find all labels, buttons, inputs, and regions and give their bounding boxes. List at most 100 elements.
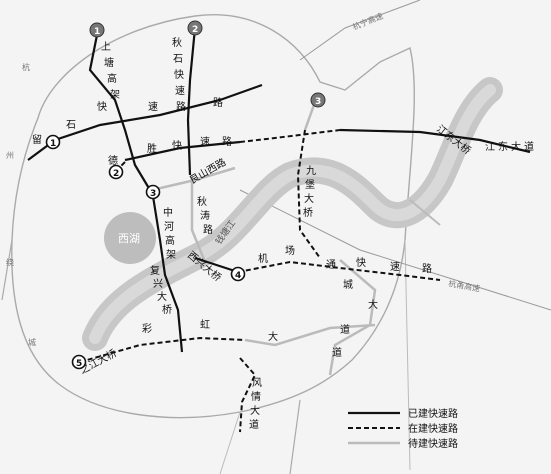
label-shangtang-3: 高 bbox=[107, 72, 117, 85]
label-tongcheng-2: 城 bbox=[343, 279, 353, 291]
road-east-link bbox=[409, 199, 441, 226]
label-liuqiu-4: 速 bbox=[148, 101, 158, 113]
label-desheng-4: 速 bbox=[200, 136, 210, 148]
road-caihong-east bbox=[244, 323, 376, 347]
svg-text:5: 5 bbox=[76, 359, 82, 369]
label-jiubao-3: 大 bbox=[304, 192, 314, 205]
label-qiushi-4: 速 bbox=[175, 85, 185, 97]
road-airport bbox=[237, 260, 441, 281]
label-left-1: 杭 bbox=[22, 62, 30, 72]
legend-label-built: 已建快速路 bbox=[408, 407, 458, 420]
label-left-2: 州 bbox=[6, 151, 14, 160]
road-zhonghe bbox=[150, 189, 184, 353]
ring-road bbox=[11, 14, 415, 419]
marker-gray-3: 3 bbox=[310, 92, 326, 108]
legend: 已建快速路 在建快速路 待建快速路 bbox=[348, 407, 458, 450]
label-airport-3: 快 bbox=[356, 257, 366, 269]
label-desheng-2: 胜 bbox=[147, 143, 157, 155]
label-fengqing-3: 大 bbox=[250, 404, 260, 417]
svg-text:3: 3 bbox=[150, 189, 156, 199]
label-desheng-3: 快 bbox=[172, 140, 182, 152]
road-shangtang bbox=[88, 29, 151, 191]
hang-ning-expressway bbox=[299, 0, 421, 61]
label-tongcheng-4: 道 bbox=[340, 323, 350, 336]
road-jiubao-north bbox=[303, 101, 317, 131]
label-zhonghe-4: 架 bbox=[166, 249, 176, 261]
hang-yong-expressway bbox=[239, 189, 551, 311]
label-shangtang-1: 上 bbox=[101, 41, 111, 53]
west-lake bbox=[104, 212, 156, 264]
label-caihong-1: 彩 bbox=[142, 323, 152, 335]
label-zhonghe-2: 河 bbox=[164, 221, 174, 233]
label-jiubao-1: 九 bbox=[306, 165, 316, 177]
label-hang-ning: 杭宁高速 bbox=[351, 11, 384, 32]
label-left-3: 绕 bbox=[6, 257, 14, 267]
label-fengqing-4: 道 bbox=[249, 418, 259, 431]
label-qiuhai-3: 路 bbox=[203, 223, 213, 236]
label-liuqiu-1: 留 bbox=[32, 133, 42, 146]
svg-text:3: 3 bbox=[315, 97, 321, 107]
road-qiushi bbox=[186, 27, 197, 176]
qiantang-river bbox=[82, 77, 503, 351]
road-qiuhai bbox=[190, 175, 207, 263]
label-airport-1: 机 bbox=[258, 252, 268, 265]
label-qiuhai-1: 秋 bbox=[197, 195, 207, 208]
svg-text:2: 2 bbox=[192, 25, 198, 35]
label-jiangdong: 江东大道 bbox=[485, 140, 537, 153]
label-desheng-5: 路 bbox=[222, 135, 232, 148]
legend-item-planned: 待建快速路 bbox=[348, 437, 458, 450]
legend-label-planned: 待建快速路 bbox=[408, 437, 458, 450]
label-left-4: 城 bbox=[28, 338, 36, 347]
svg-text:4: 4 bbox=[235, 271, 241, 281]
svg-text:1: 1 bbox=[50, 139, 56, 149]
label-desheng-1: 德 bbox=[108, 154, 118, 167]
label-qiushi-1: 秋 bbox=[172, 36, 182, 49]
svg-text:1: 1 bbox=[94, 27, 100, 37]
label-zhonghe-1: 中 bbox=[163, 206, 173, 219]
label-jiubao-4: 桥 bbox=[303, 207, 313, 219]
legend-item-built: 已建快速路 bbox=[348, 407, 458, 420]
label-airport-5: 路 bbox=[422, 262, 432, 275]
marker-4: 4 bbox=[230, 266, 246, 282]
label-airport-4: 速 bbox=[390, 261, 400, 273]
legend-label-under-construction: 在建快速路 bbox=[408, 422, 458, 435]
label-shangtang-4: 架 bbox=[110, 89, 120, 101]
label-zhonghe-3: 高 bbox=[165, 234, 175, 247]
marker-2: 2 bbox=[108, 164, 124, 180]
road-liuqiu bbox=[27, 83, 263, 161]
label-airport-2: 场 bbox=[285, 244, 295, 257]
label-caihong-4: 道 bbox=[332, 346, 342, 359]
label-liuqiu-5: 路 bbox=[213, 96, 223, 109]
label-jiubao-2: 堡 bbox=[305, 178, 315, 191]
label-fengqing-2: 情 bbox=[251, 390, 261, 403]
marker-5: 5 bbox=[71, 354, 87, 370]
marker-gray-1: 1 bbox=[89, 22, 105, 38]
label-fuxing-3: 大 bbox=[157, 290, 167, 303]
label-qiushi-3: 快 bbox=[174, 69, 184, 81]
road-desheng bbox=[124, 140, 241, 162]
west-lake-label: 西湖 bbox=[118, 232, 140, 245]
legend-item-under-construction: 在建快速路 bbox=[348, 422, 458, 435]
label-fengqing-1: 风 bbox=[252, 377, 262, 389]
label-tongcheng-1: 通 bbox=[326, 259, 336, 271]
road-jiubao-bridge bbox=[296, 129, 321, 259]
label-qiushi-2: 石 bbox=[173, 54, 183, 65]
marker-3: 3 bbox=[145, 184, 161, 200]
marker-gray-2: 2 bbox=[187, 20, 203, 36]
road-xixing bbox=[194, 256, 239, 274]
label-tongcheng-3: 大 bbox=[368, 298, 378, 311]
label-liuqiu-3: 快 bbox=[97, 101, 107, 113]
label-hang-yong: 杭甬高速 bbox=[448, 278, 481, 293]
road-jiangdong bbox=[339, 128, 531, 154]
label-caihong-2: 虹 bbox=[200, 319, 210, 331]
marker-1: 1 bbox=[45, 134, 61, 150]
label-liuqiu-2: 石 bbox=[66, 120, 76, 131]
label-fuxing-4: 桥 bbox=[162, 304, 172, 316]
label-shangtang-2: 塘 bbox=[104, 56, 114, 69]
label-qiuhai-2: 涛 bbox=[200, 209, 210, 222]
label-fuxing-2: 兴 bbox=[153, 278, 163, 290]
road-desheng-east bbox=[239, 129, 341, 143]
svg-text:2: 2 bbox=[113, 169, 119, 179]
